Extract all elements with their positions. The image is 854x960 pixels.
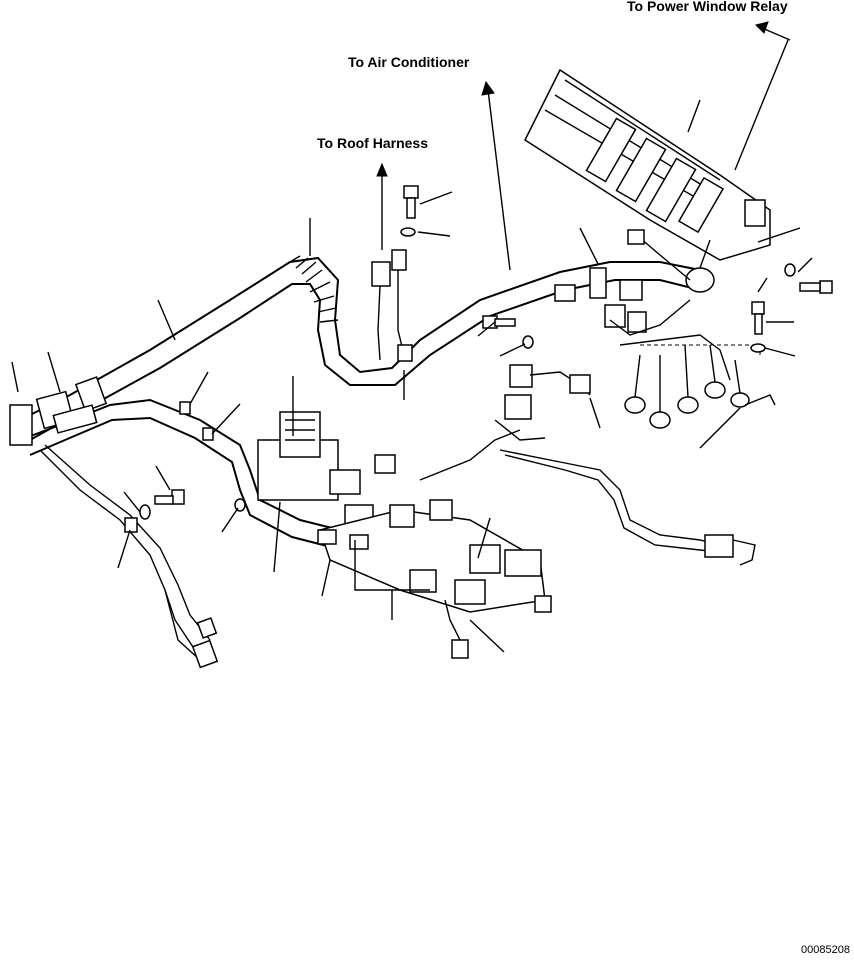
left-clamp [9,376,108,446]
air-conditioner-label: To Air Conditioner [348,54,470,70]
leader-lines [11,39,813,653]
center-right-connectors [419,364,591,481]
document-id: 00085208 [801,944,850,956]
roof-harness-label: To Roof Harness [317,135,428,151]
left-branch-wires [39,444,219,669]
roof-harness-connector [371,249,413,362]
power-window-relay-label: To Power Window Relay [627,0,788,14]
harness-clamps [124,401,369,550]
bolts-washers [139,185,833,520]
direction-arrows [376,21,791,271]
main-harness-upper [19,256,701,441]
upper-harness-connectors [554,267,691,336]
right-lower-branch [499,449,756,566]
grommet-connectors [619,334,776,429]
center-connector-cluster [257,411,396,528]
lower-relay-block [319,499,552,659]
power-window-relay-box [524,68,771,293]
corrugated-sleeve [289,255,339,323]
